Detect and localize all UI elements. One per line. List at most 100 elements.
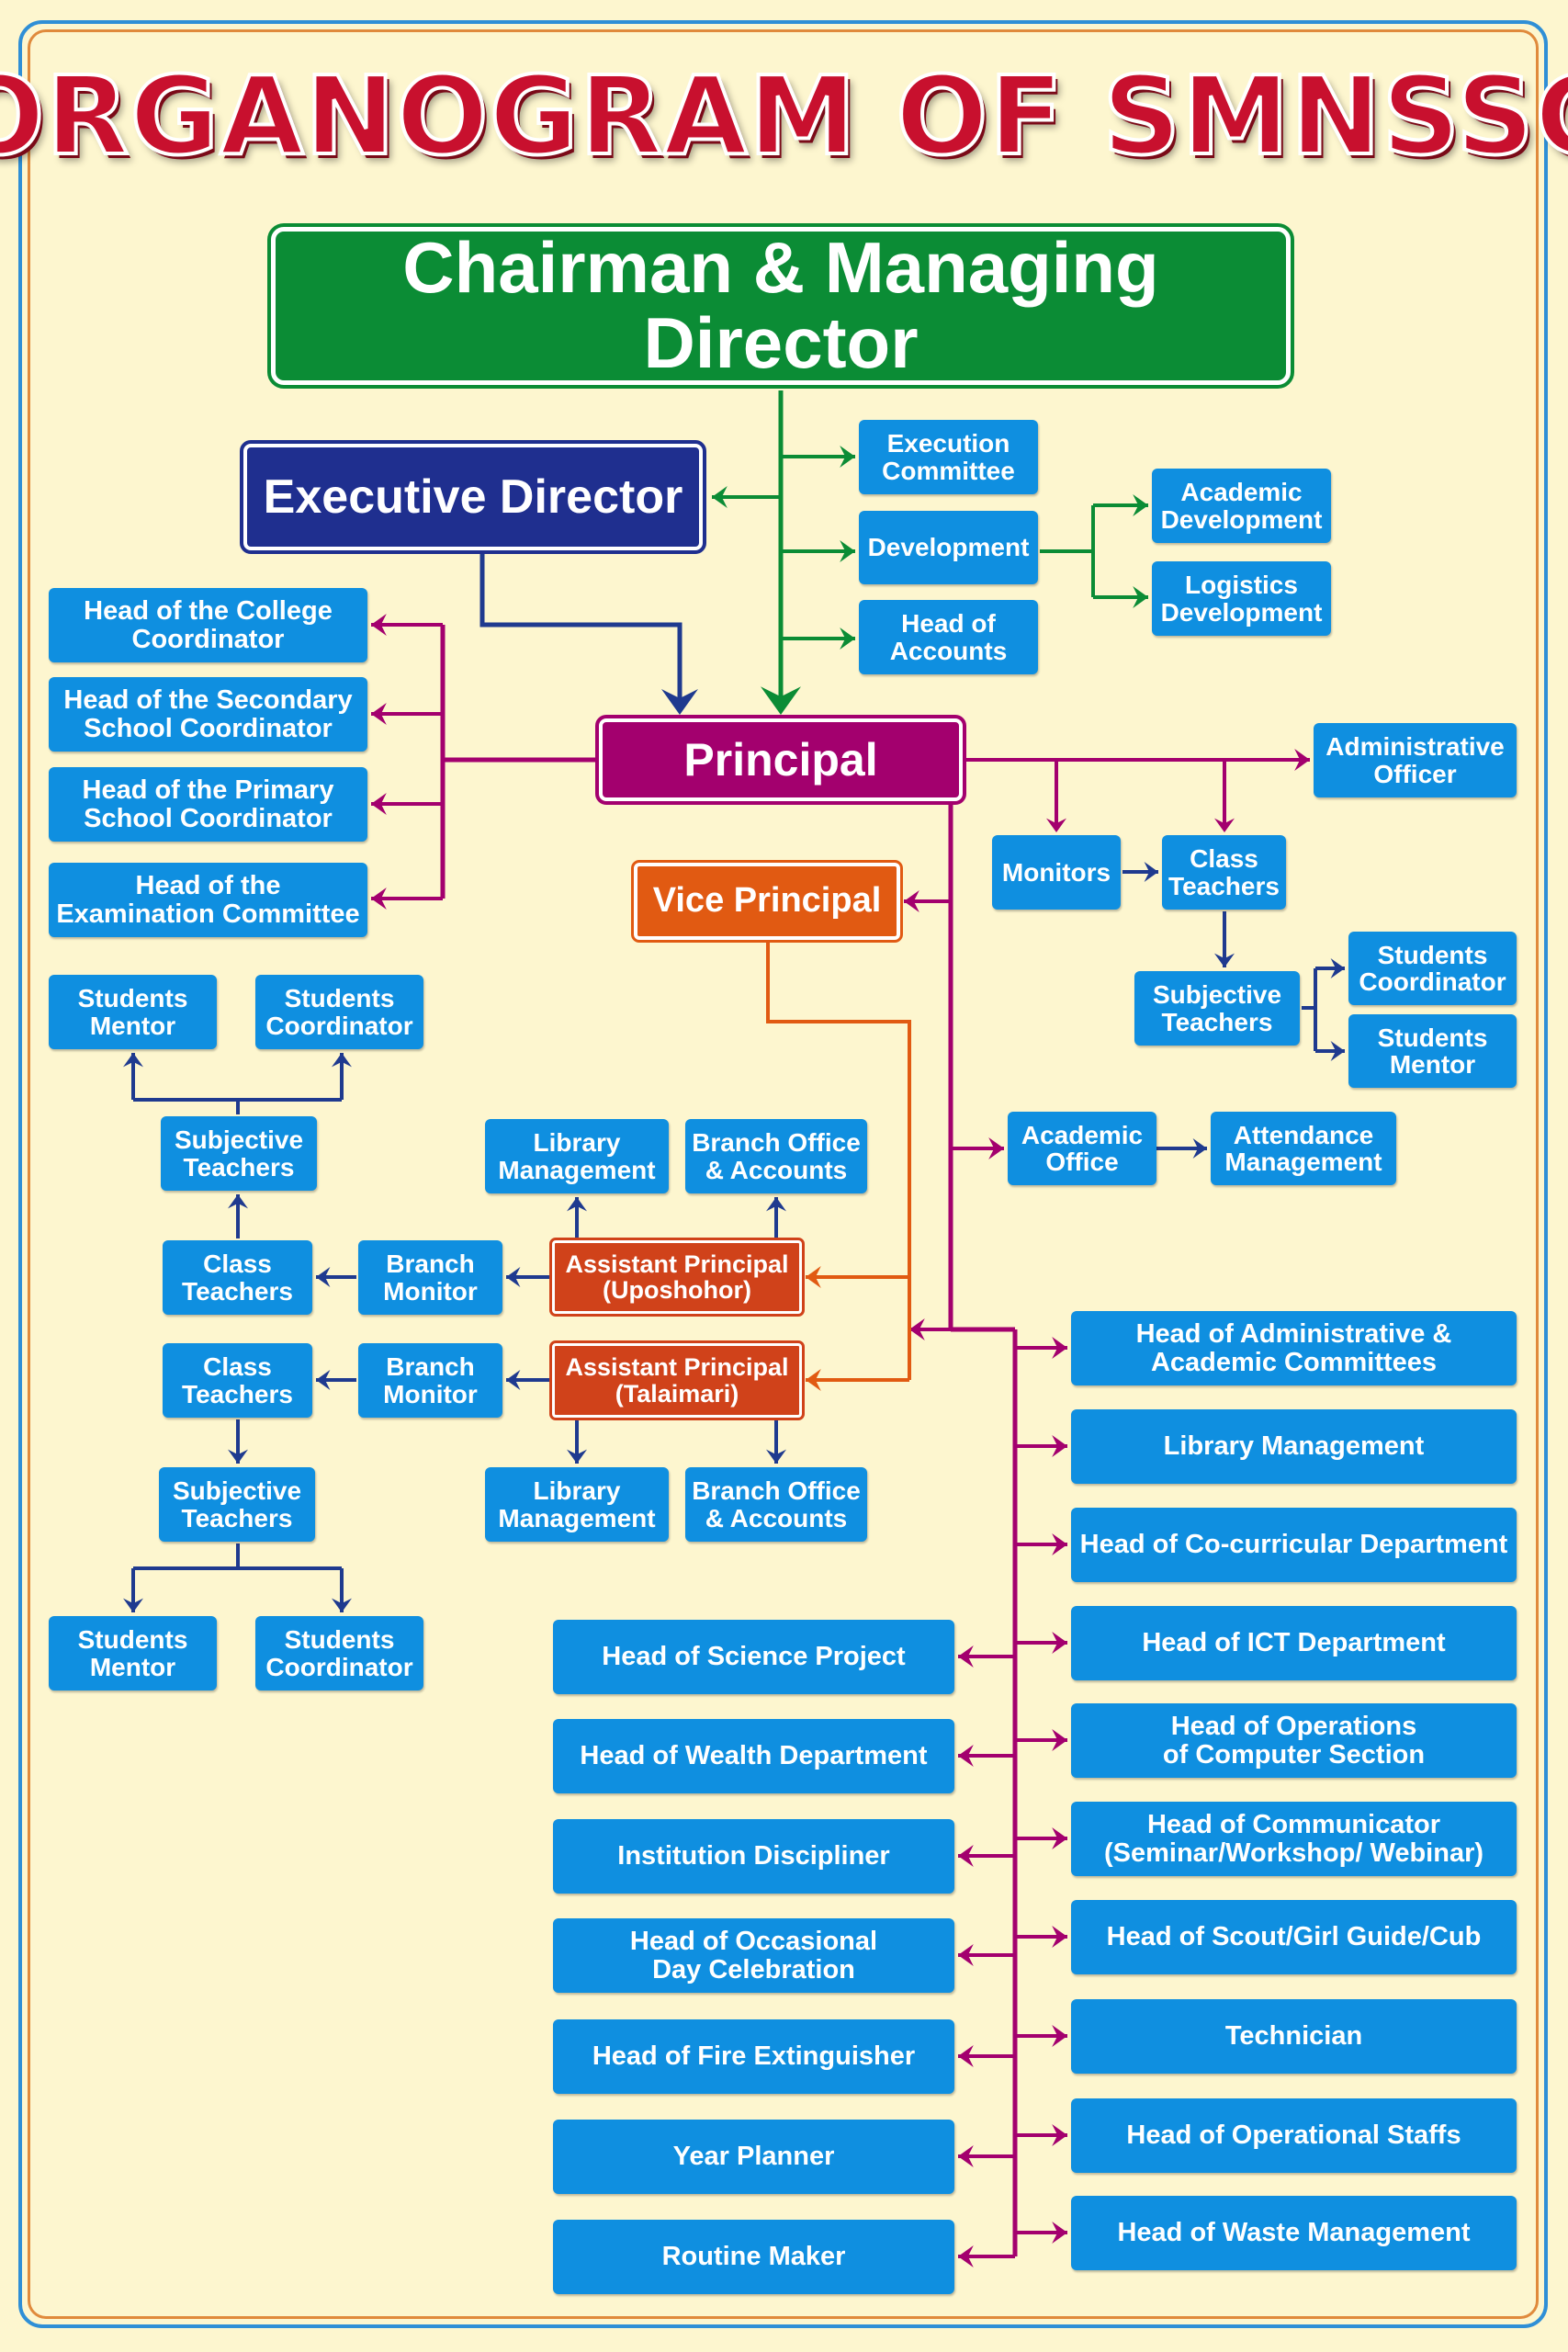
arrow-head xyxy=(958,1944,974,1966)
attendance-management-box: Attendance Management xyxy=(1211,1112,1396,1185)
arrow-head xyxy=(958,2045,974,2067)
right-department-item: Library Management xyxy=(1071,1409,1517,1484)
talaimari-students-coordinator-box: Students Coordinator xyxy=(255,1616,423,1690)
uposhohor-students-coordinator-box: Students Coordinator xyxy=(255,975,423,1049)
arrow-head xyxy=(506,1267,521,1287)
arrow-head xyxy=(1052,1632,1067,1654)
uposhohor-students-mentor-box: Students Mentor xyxy=(49,975,217,1049)
administrative-officer-box: Administrative Officer xyxy=(1314,723,1517,797)
academic-development-box: Academic Development xyxy=(1152,469,1331,543)
talaimari-library-box: Library Management xyxy=(485,1467,669,1542)
development-box: Development xyxy=(859,511,1038,584)
arrow-head xyxy=(506,1370,521,1390)
arrow-head xyxy=(1214,953,1235,967)
principal-box: Principal xyxy=(595,715,966,805)
right-department-item: Head of Co-curricular Department xyxy=(1071,1508,1517,1582)
primary-coordinator-box: Head of the Primary School Coordinator xyxy=(49,767,367,842)
right-department-item: Head of Operational Staffs xyxy=(1071,2098,1517,2173)
academic-office-box: Academic Office xyxy=(1008,1112,1156,1185)
arrow-head xyxy=(371,888,387,910)
executive-to-principal xyxy=(479,553,682,680)
talaimari-branch-monitor-box: Branch Monitor xyxy=(358,1343,502,1418)
arrow-head xyxy=(228,1449,248,1464)
college-coordinator-box: Head of the College Coordinator xyxy=(49,588,367,662)
outer-frame xyxy=(18,20,1548,2328)
right-department-item: Head of Scout/Girl Guide/Cub xyxy=(1071,1900,1517,1974)
arrowhead xyxy=(1046,818,1066,832)
arrow-head xyxy=(1133,586,1148,608)
principal-arrowhead xyxy=(761,686,801,715)
uposhohor-branch-office-box: Branch Office & Accounts xyxy=(685,1119,867,1193)
arrow-head xyxy=(806,1369,821,1391)
right-department-item: Technician xyxy=(1071,1999,1517,2074)
right-department-item: Head of ICT Department xyxy=(1071,1606,1517,1680)
head-of-accounts-box: Head of Accounts xyxy=(859,600,1038,674)
arrow-head xyxy=(371,703,387,725)
arrow-head xyxy=(316,1267,331,1287)
chairman-box: Chairman & Managing Director xyxy=(267,223,1294,389)
arrow-head xyxy=(958,2245,974,2267)
arrow-head xyxy=(766,1197,786,1212)
page-title: ORGANOGRAM OF SMNSSC xyxy=(0,51,1568,181)
left-department-item: Head of Science Project xyxy=(553,1620,954,1694)
left-department-item: Institution Discipliner xyxy=(553,1819,954,1894)
arrow-head xyxy=(123,1053,143,1068)
left-department-item: Head of Occasional Day Celebration xyxy=(553,1918,954,1993)
uposhohor-branch-monitor-box: Branch Monitor xyxy=(358,1240,502,1315)
vice-principal-box: Vice Principal xyxy=(631,860,903,943)
logistics-development-box: Logistics Development xyxy=(1152,561,1331,636)
monitors-box: Monitors xyxy=(992,835,1121,910)
students-coordinator-box: Students Coordinator xyxy=(1348,932,1517,1005)
talaimari-students-mentor-box: Students Mentor xyxy=(49,1616,217,1690)
left-department-item: Routine Maker xyxy=(553,2220,954,2294)
arrowhead xyxy=(1214,818,1235,832)
arrow-head xyxy=(1052,2025,1067,2047)
arrow-head xyxy=(766,1449,786,1464)
arrow-head xyxy=(1192,1138,1207,1159)
arrow-head xyxy=(904,890,919,912)
arrow-head xyxy=(1330,1041,1345,1061)
assistant-principal-uposhohor-box: Assistant Principal (Uposhohor) xyxy=(549,1238,805,1317)
right-department-item: Head of Waste Management xyxy=(1071,2196,1517,2270)
arrow-head xyxy=(1052,2222,1067,2244)
arrow-head xyxy=(958,1845,974,1867)
arrow-head xyxy=(909,1318,925,1340)
arrow-head xyxy=(1052,1926,1067,1948)
arrow-head xyxy=(1052,1729,1067,1751)
arrow-head xyxy=(1052,1827,1067,1849)
talaimari-branch-office-box: Branch Office & Accounts xyxy=(685,1467,867,1542)
left-department-item: Head of Wealth Department xyxy=(553,1719,954,1793)
talaimari-subjective-teachers-box: Subjective Teachers xyxy=(159,1467,315,1542)
arrow-head xyxy=(1294,749,1310,771)
examination-committee-box: Head of the Examination Committee xyxy=(49,863,367,937)
vice-principal-line xyxy=(766,942,911,1380)
arrow-head xyxy=(806,1266,821,1288)
arrow-head xyxy=(371,793,387,815)
arrow-head xyxy=(1052,2124,1067,2146)
right-department-item: Head of Communicator (Seminar/Workshop/ … xyxy=(1071,1802,1517,1876)
arrow-head xyxy=(988,1137,1004,1159)
arrow-head xyxy=(1133,494,1148,516)
arrow-head xyxy=(840,446,855,468)
uposhohor-library-box: Library Management xyxy=(485,1119,669,1193)
arrow-head xyxy=(958,1745,974,1767)
right-department-item: Head of Administrative & Academic Commit… xyxy=(1071,1311,1517,1385)
talaimari-class-teachers-box: Class Teachers xyxy=(163,1343,312,1418)
arrow-head xyxy=(958,2145,974,2167)
inner-frame xyxy=(28,29,1539,2319)
arrow-head xyxy=(1052,1533,1067,1555)
arrow-head xyxy=(840,540,855,562)
arrow-head xyxy=(840,628,855,650)
arrow-head xyxy=(567,1197,587,1212)
left-department-item: Head of Fire Extinguisher xyxy=(553,2019,954,2094)
arrow-head xyxy=(332,1053,352,1068)
arrow-head xyxy=(228,1194,248,1209)
assistant-principal-talaimari-box: Assistant Principal (Talaimari) xyxy=(549,1340,805,1420)
students-mentor-box: Students Mentor xyxy=(1348,1014,1517,1088)
arrow-head xyxy=(567,1449,587,1464)
arrow-head xyxy=(316,1370,331,1390)
arrow-head xyxy=(123,1598,143,1612)
uposhohor-class-teachers-box: Class Teachers xyxy=(163,1240,312,1315)
right-department-item: Head of Operations of Computer Section xyxy=(1071,1703,1517,1778)
